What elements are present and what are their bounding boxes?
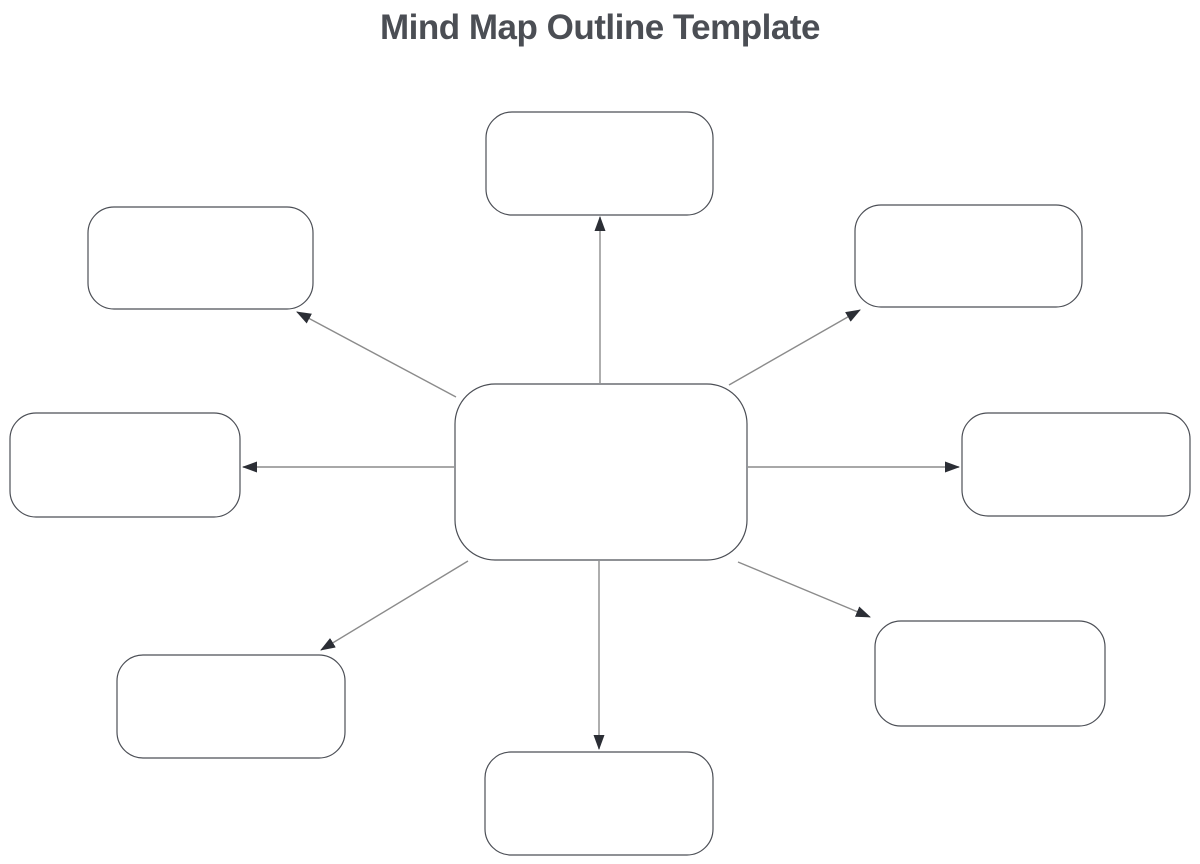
mind-map-node-bottom-right — [874, 620, 1106, 727]
mind-map-node-bottom-left — [116, 654, 346, 759]
connector-center-to-top-right — [728, 309, 861, 386]
mind-map-node-top — [485, 111, 714, 216]
mind-map-node-top-left — [87, 206, 314, 310]
nodes-layer — [9, 111, 1191, 856]
mind-map-node-top-right — [854, 204, 1083, 308]
connector-lines-layer — [242, 216, 960, 750]
mind-map-node-left — [9, 412, 241, 518]
connector-center-to-bottom-right — [737, 561, 871, 618]
mind-map-node-center — [454, 383, 748, 561]
connector-center-to-bottom-left — [320, 560, 469, 651]
page-title: Mind Map Outline Template — [380, 8, 820, 47]
connector-center-to-top-left — [296, 311, 457, 398]
mind-map-node-bottom — [484, 751, 714, 856]
mind-map-node-right — [961, 412, 1191, 517]
